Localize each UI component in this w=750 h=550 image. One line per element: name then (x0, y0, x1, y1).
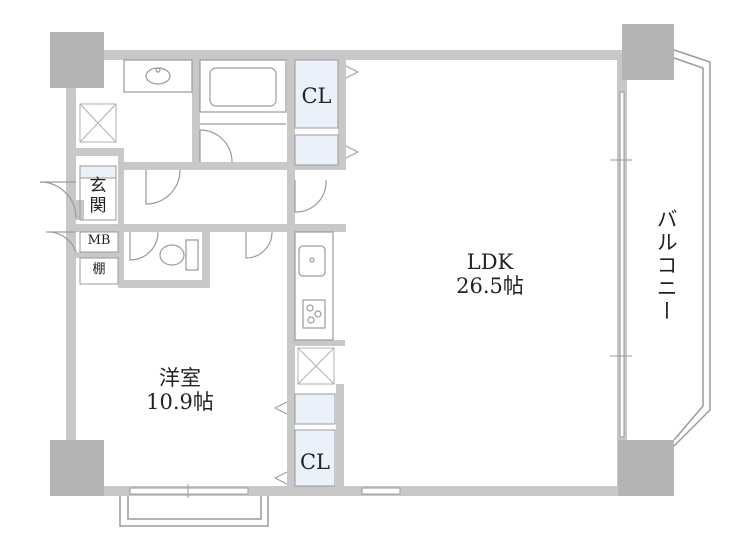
shelf-label: 棚 (92, 262, 106, 277)
closet-areas (79, 59, 339, 487)
entrance-boxes (79, 165, 119, 285)
entrance-char-1: 玄 (89, 176, 107, 196)
door-swings (39, 129, 327, 261)
bathtub (199, 59, 287, 125)
outer-walls (50, 50, 648, 496)
balcony-outline (119, 49, 711, 527)
western-room-size: 10.9帖 (146, 390, 214, 415)
laundry-pan (79, 103, 117, 143)
western-room-name: 洋室 (159, 366, 201, 390)
closet-door-markers (273, 65, 360, 485)
balcony-label: バルコニー (654, 207, 679, 323)
washbasin (123, 59, 193, 93)
kitchen-counter (294, 231, 334, 341)
interior-walls (76, 60, 346, 496)
ldk-size: 26.5帖 (456, 274, 524, 299)
windows (129, 91, 632, 498)
western-room-label: 洋室 10.9帖 (125, 366, 235, 414)
entrance-char-2: 関 (89, 196, 107, 216)
closet-upper-label: CL (301, 84, 332, 108)
mb-label: MB (87, 233, 111, 248)
pillars (50, 24, 674, 496)
fridge-space (297, 347, 335, 385)
closet-lower-label: CL (299, 450, 330, 474)
entrance-label: 玄 関 (82, 176, 114, 216)
ldk-label: LDK 26.5帖 (435, 250, 545, 298)
toilet (159, 239, 199, 271)
ldk-name: LDK (466, 250, 514, 274)
